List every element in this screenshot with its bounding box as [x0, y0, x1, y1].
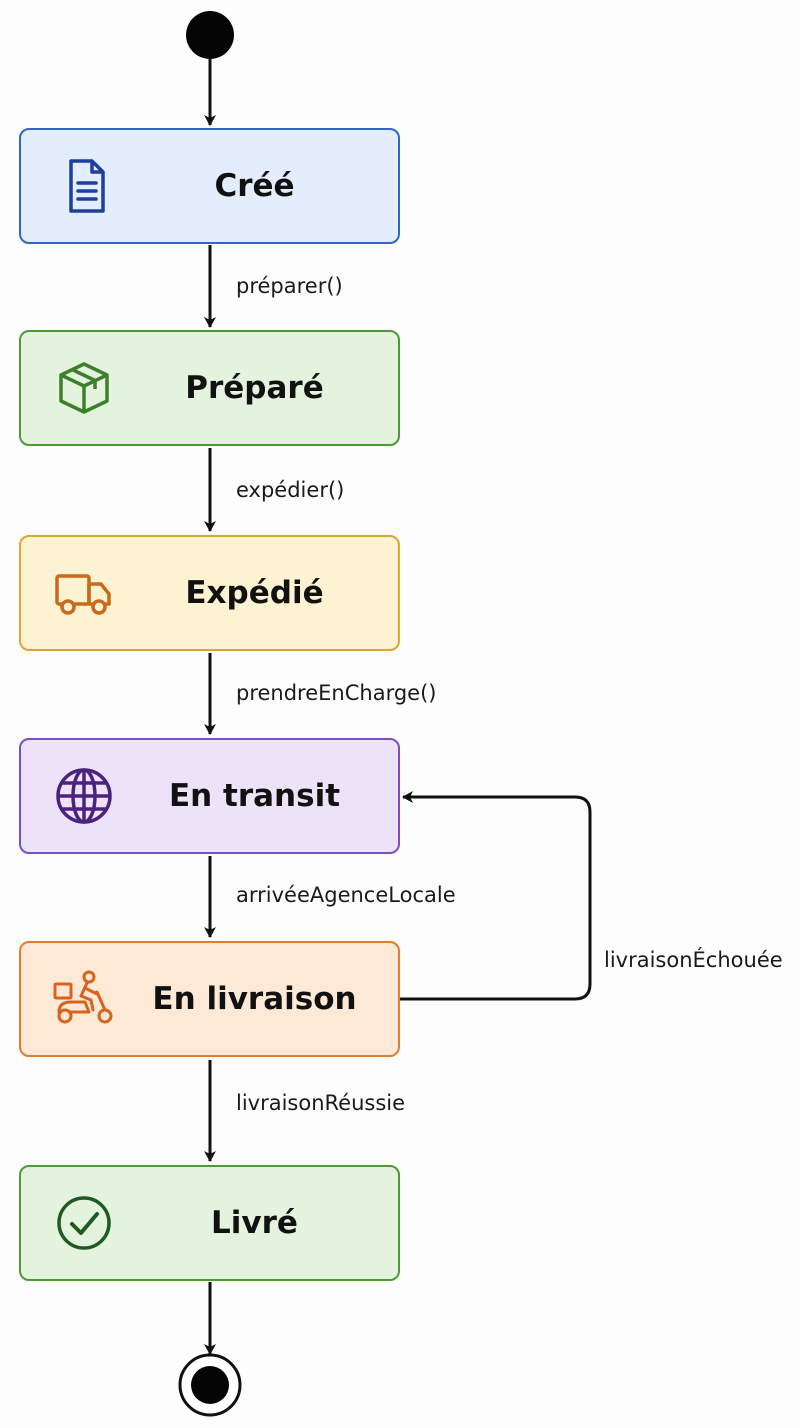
check-circle-icon [51, 1190, 117, 1256]
state-livre[interactable]: Livré [19, 1165, 400, 1281]
state-en-transit[interactable]: En transit [19, 738, 400, 854]
truck-icon [51, 560, 117, 626]
document-icon [51, 153, 117, 219]
final-state-node [191, 1366, 229, 1404]
initial-state-node [186, 11, 234, 59]
state-label-en-livraison: En livraison [152, 981, 357, 1017]
transition-label-livraison-reussie: livraisonRéussie [236, 1091, 406, 1115]
state-expedie[interactable]: Expédié [19, 535, 400, 651]
state-cree[interactable]: Créé [19, 128, 400, 244]
transition-label-preparer: préparer() [236, 274, 343, 298]
state-en-livraison[interactable]: En livraison [19, 941, 400, 1057]
globe-icon [51, 763, 117, 829]
state-label-expedie: Expédié [185, 575, 324, 611]
transition-label-expedier: expédier() [236, 478, 345, 502]
state-label-prepare: Préparé [185, 370, 324, 406]
state-label-cree: Créé [214, 168, 295, 204]
transition-label-arrivee-agence-locale: arrivéeAgenceLocale [236, 883, 456, 907]
state-prepare[interactable]: Préparé [19, 330, 400, 446]
transition-label-prendre-en-charge: prendreEnCharge() [236, 681, 437, 705]
arrow-livraison-echouee-loop [400, 791, 592, 1001]
state-label-livre: Livré [211, 1205, 298, 1241]
package-icon [51, 355, 117, 421]
state-label-en-transit: En transit [168, 778, 341, 814]
delivery-scooter-icon [51, 966, 117, 1032]
transition-label-livraison-echouee: livraisonÉchouée [604, 948, 783, 972]
